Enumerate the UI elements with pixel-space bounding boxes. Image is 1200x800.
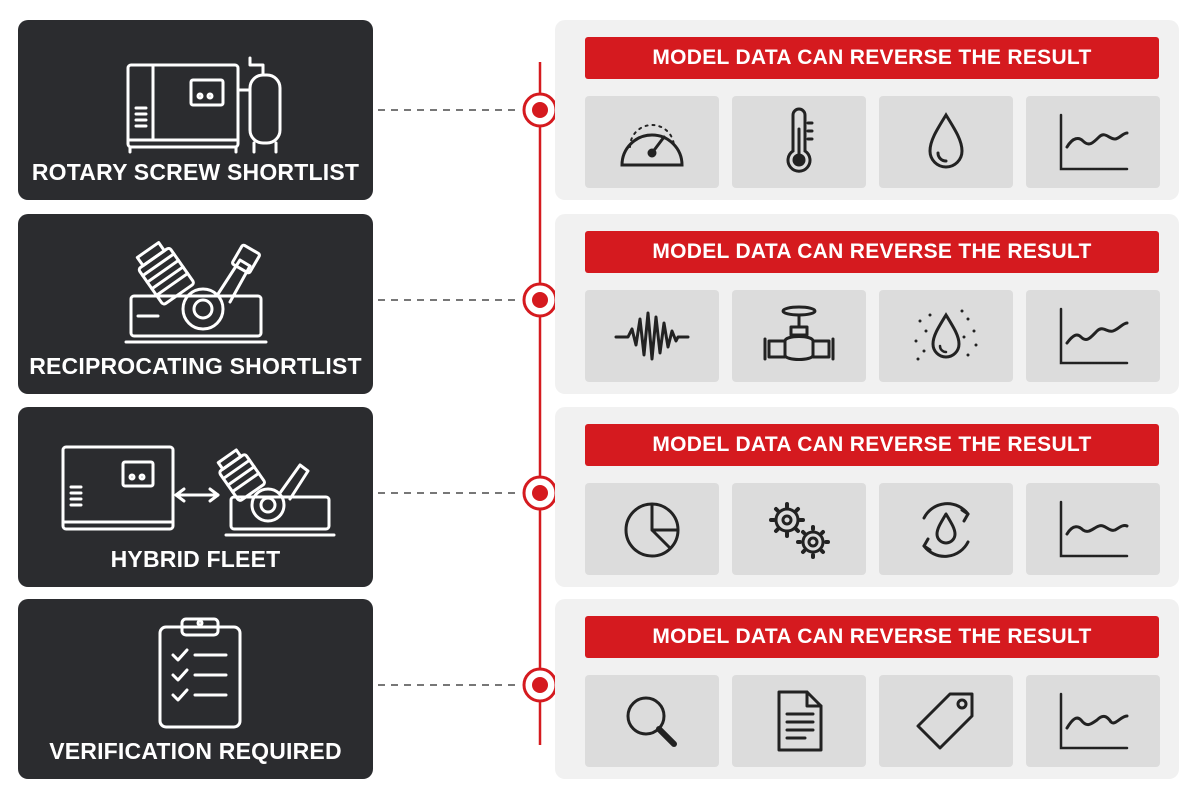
hybrid-fleet-icon (61, 445, 336, 537)
trend-chart-icon (1059, 500, 1129, 558)
warning-banner: MODEL DATA CAN REVERSE THE RESULT (585, 424, 1159, 466)
factor-tile (1026, 675, 1160, 767)
option-card-hybrid-fleet: HYBRID FLEET (18, 407, 373, 587)
timeline-node (522, 92, 558, 128)
trend-chart-icon (1059, 307, 1129, 365)
factor-tile (1026, 290, 1160, 382)
option-label: HYBRID FLEET (110, 546, 281, 572)
factor-tile (732, 96, 866, 188)
timeline-node (522, 282, 558, 318)
factor-tile (732, 290, 866, 382)
reciprocating-compressor-icon (124, 241, 268, 344)
timeline-node (522, 667, 558, 703)
pressure-gauge-icon (620, 124, 684, 167)
impact-panel-1: MODEL DATA CAN REVERSE THE RESULT (555, 20, 1179, 200)
magnifier-icon (626, 696, 677, 747)
option-card-reciprocating: RECIPROCATING SHORTLIST (18, 214, 373, 394)
recycle-drop-icon (922, 502, 970, 558)
vibration-wave-icon (614, 311, 690, 361)
warning-banner: MODEL DATA CAN REVERSE THE RESULT (585, 231, 1159, 273)
moisture-drop-icon (914, 309, 978, 361)
warning-banner: MODEL DATA CAN REVERSE THE RESULT (585, 37, 1159, 79)
document-icon (777, 690, 823, 752)
water-drop-icon (928, 112, 964, 169)
timeline-node (522, 475, 558, 511)
factor-tile (879, 96, 1013, 188)
row-connector-4 (378, 667, 558, 703)
option-label: RECIPROCATING SHORTLIST (29, 353, 362, 379)
factor-tile (585, 483, 719, 575)
factor-tile (1026, 483, 1160, 575)
trend-chart-icon (1059, 692, 1129, 750)
gears-icon (769, 502, 830, 559)
row-connector-2 (378, 282, 558, 318)
option-card-rotary-screw: ROTARY SCREW SHORTLIST (18, 20, 373, 200)
factor-tile (879, 675, 1013, 767)
option-label: VERIFICATION REQUIRED (49, 738, 342, 764)
factor-tile (585, 290, 719, 382)
clipboard-checklist-icon (158, 617, 242, 729)
option-label: ROTARY SCREW SHORTLIST (31, 159, 360, 185)
factor-tile (585, 96, 719, 188)
factor-tile (585, 675, 719, 767)
row-connector-1 (378, 92, 558, 128)
trend-chart-icon (1059, 113, 1129, 171)
warning-banner: MODEL DATA CAN REVERSE THE RESULT (585, 616, 1159, 658)
factor-tile (1026, 96, 1160, 188)
thermometer-icon (786, 107, 814, 173)
impact-panel-3: MODEL DATA CAN REVERSE THE RESULT (555, 407, 1179, 587)
factor-tile (879, 290, 1013, 382)
valve-pipe-icon (763, 305, 835, 361)
factor-tile (879, 483, 1013, 575)
impact-panel-4: MODEL DATA CAN REVERSE THE RESULT (555, 599, 1179, 779)
impact-panel-2: MODEL DATA CAN REVERSE THE RESULT (555, 214, 1179, 394)
factor-tile (732, 483, 866, 575)
factor-tile (732, 675, 866, 767)
pie-chart-icon (624, 502, 680, 558)
price-tag-icon (916, 692, 974, 750)
option-card-verification: VERIFICATION REQUIRED (18, 599, 373, 779)
row-connector-3 (378, 475, 558, 511)
rotary-screw-compressor-icon (126, 56, 282, 154)
